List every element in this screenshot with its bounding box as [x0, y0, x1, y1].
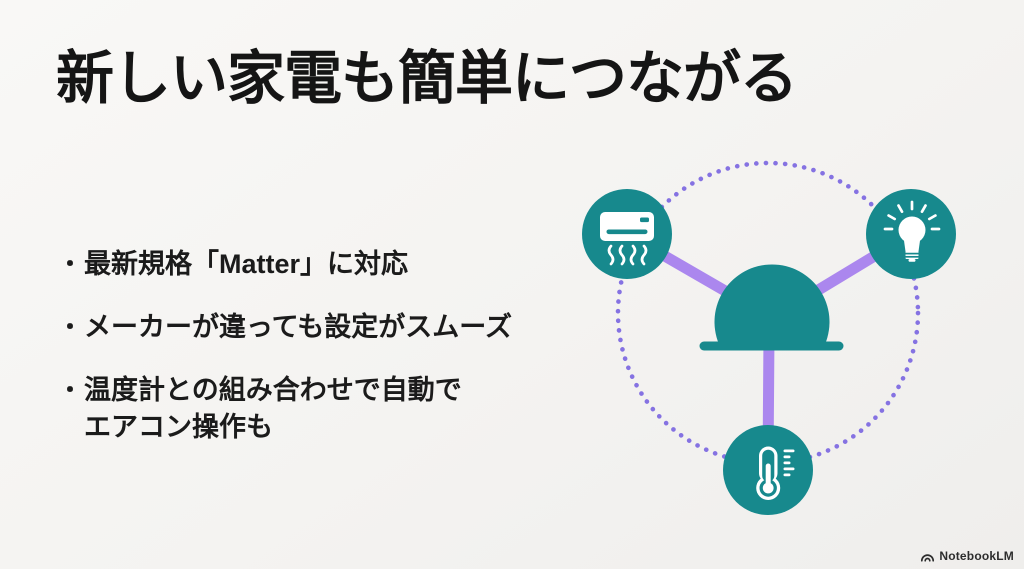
bullet-marker: ・ [58, 314, 82, 341]
notebooklm-logo-icon [921, 553, 935, 562]
bullet-text: 最新規格「Matter」に対応 [84, 249, 409, 279]
smart-speaker-icon [714, 264, 830, 344]
air-conditioner-icon [600, 212, 654, 266]
smart-home-hub-diagram [582, 160, 956, 515]
bullet-marker: ・ [58, 377, 82, 404]
bullet-text: 温度計との組み合わせで自動で エアコン操作も [84, 375, 462, 442]
list-item: ・ メーカーが違っても設定がスムーズ [58, 309, 558, 346]
brand-label: NotebookLM [939, 549, 1014, 563]
smart-speaker-base [699, 341, 844, 351]
bullet-text: メーカーが違っても設定がスムーズ [84, 312, 512, 342]
bullet-list: ・ 最新規格「Matter」に対応 ・ メーカーが違っても設定がスムーズ ・ 温… [58, 246, 558, 472]
hub-node [699, 264, 844, 351]
thermometer-icon [756, 446, 795, 500]
dotted-connection-ring [615, 160, 921, 466]
page-title: 新しい家電も簡単につながる [56, 46, 798, 111]
list-item: ・ 温度計との組み合わせで自動で エアコン操作も [58, 372, 558, 446]
light-bulb-icon [883, 200, 941, 262]
list-item: ・ 最新規格「Matter」に対応 [58, 246, 558, 283]
device-node-air-conditioner [582, 189, 672, 279]
bullet-marker: ・ [58, 251, 82, 278]
device-node-light-bulb [866, 189, 956, 279]
device-node-thermometer [723, 425, 813, 515]
notebooklm-watermark: NotebookLM [920, 549, 1014, 563]
